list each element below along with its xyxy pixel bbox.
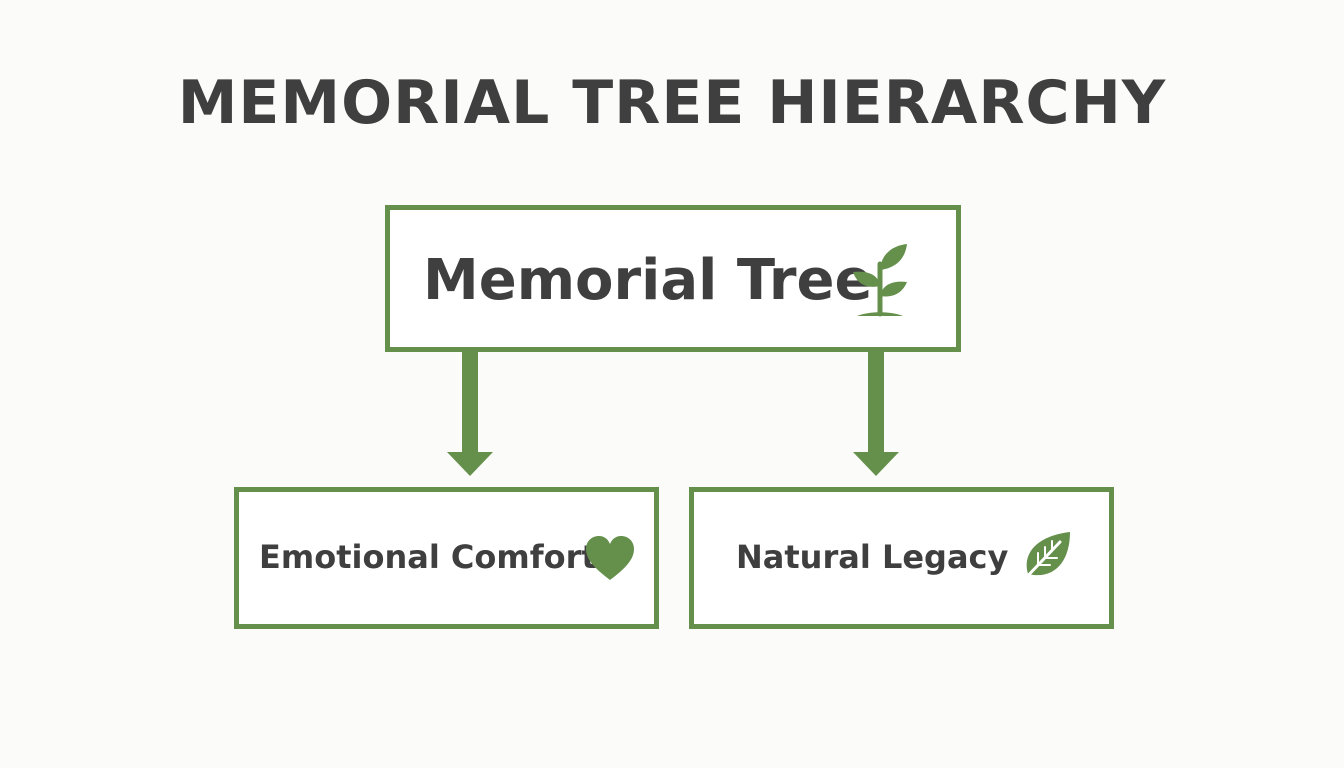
connector-arrow-right bbox=[853, 350, 899, 476]
heart-icon bbox=[586, 536, 634, 580]
child-node-natural-legacy: Natural Legacy bbox=[689, 487, 1114, 629]
connector-arrow-left bbox=[447, 350, 493, 476]
root-node-memorial-tree: Memorial Tree bbox=[385, 205, 961, 352]
sprout-icon bbox=[853, 244, 907, 317]
leaf-icon bbox=[1018, 532, 1070, 586]
page-title: MEMORIAL TREE HIERARCHY bbox=[177, 68, 1167, 138]
root-node-label: Memorial Tree bbox=[423, 248, 873, 313]
child-node-label: Natural Legacy bbox=[736, 538, 1009, 576]
child-node-label: Emotional Comfort bbox=[259, 538, 597, 576]
child-node-emotional-comfort: Emotional Comfort bbox=[234, 487, 659, 629]
